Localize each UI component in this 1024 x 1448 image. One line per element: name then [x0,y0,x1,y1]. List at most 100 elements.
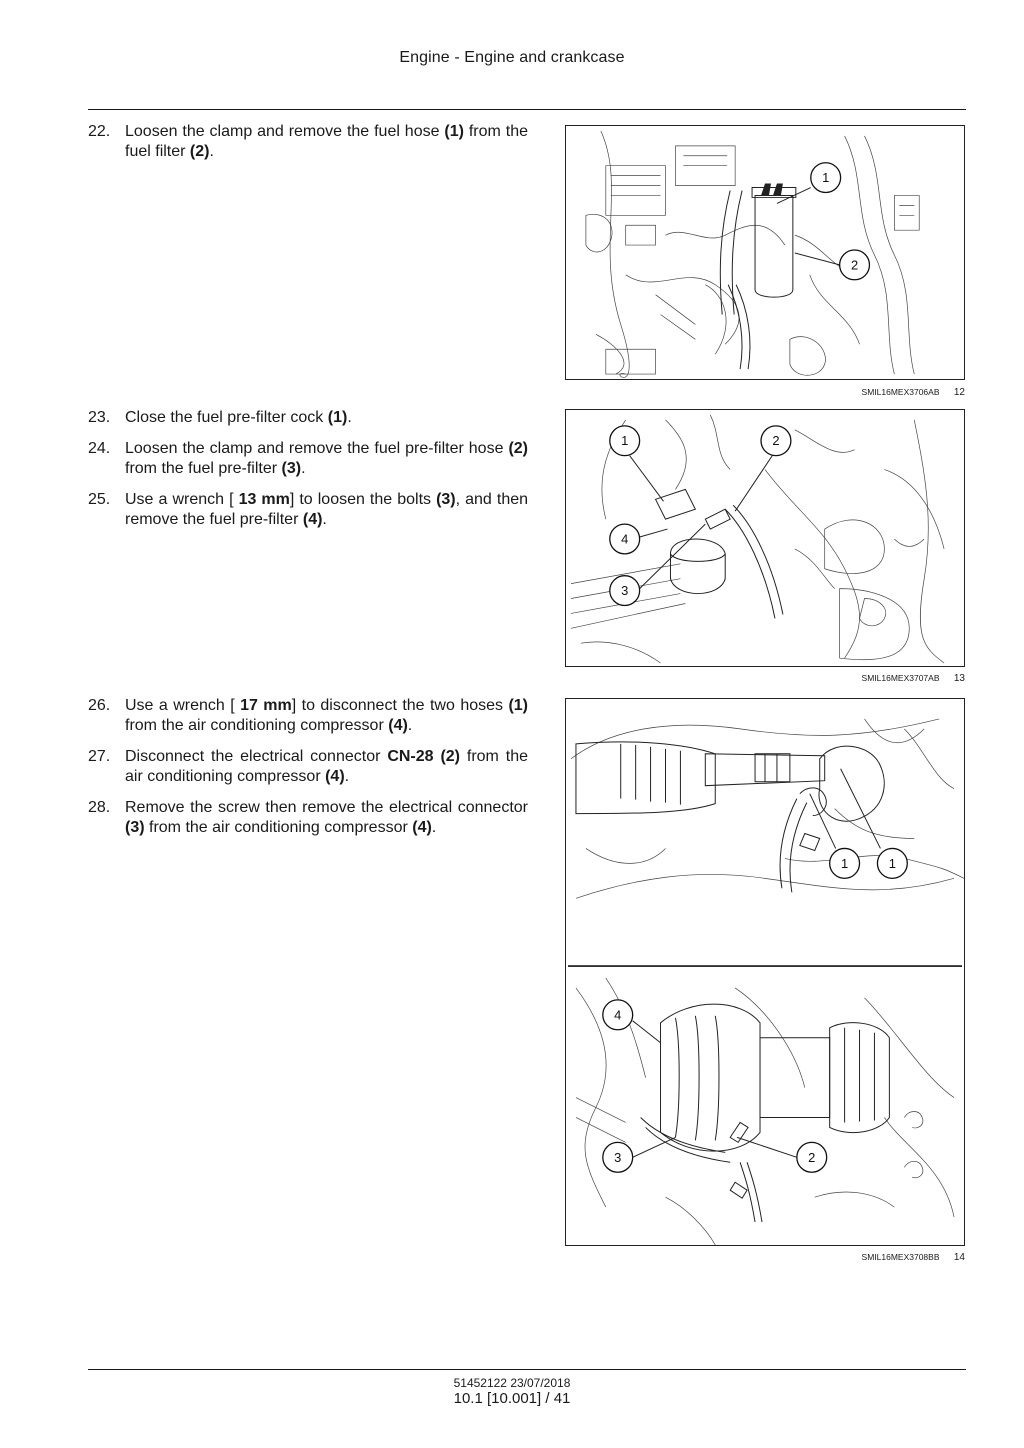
figure-14-callout-2-label: 2 [808,1150,815,1165]
step-text-bold: 13 mm [238,491,290,508]
step-text-run: from the air conditioning compressor [125,717,389,734]
step-number: 23. [88,409,111,426]
figure-14-ac-compressor-illustration: 1 1 4 3 2 [565,698,965,1246]
figure-13-fuel-prefilter-illustration: 1 2 4 3 [565,409,965,667]
step-text-run: . [344,768,350,785]
step-number: 22. [88,123,111,140]
figure-13-number: 13 [953,673,965,684]
step-text-bold: 17 mm [240,697,292,714]
step-text-run: Remove the screw then remove the electri… [125,799,528,816]
instruction-step: 25. Use a wrench [ 13 mm] to loosen the b… [88,490,528,530]
step-text-run: . [301,460,306,477]
figure-13-callout-2-label: 2 [772,433,779,448]
step-text-bold: (4) [412,819,432,836]
figure-14-callout-1-right [876,847,908,879]
step-text-bold: (3) [281,460,302,477]
figure-13-callout-2 [760,425,792,457]
figure-14-callout-1-right-label: 1 [889,856,896,871]
figure-14-callout-4-label: 4 [614,1007,621,1022]
figure-14-callout-1-left-label: 1 [841,856,848,871]
figure-12-fuel-filter-illustration: 1 2 [565,125,965,380]
step-text-run: Loosen the clamp and remove the fuel pre… [125,440,509,457]
instruction-step: 28. Remove the screw then remove the elec… [88,798,528,838]
figure-13-callout-3-label: 3 [621,583,628,598]
figure-12-callout-2 [838,249,871,281]
step-text: Use a wrench [ 17 mm] to disconnect the … [125,696,528,736]
step-text: Loosen the clamp and remove the fuel pre… [125,439,528,479]
footer-page-reference: 10.1 [10.001] / 41 [453,1390,571,1407]
step-number: 27. [88,748,111,765]
instruction-step: 23. Close the fuel pre-filter cock (1). [88,408,528,428]
figure-14-callout-1-left [829,847,861,879]
step-text-run: , and then remove the fuel pre-filter [125,491,529,528]
figure-12-callout-2-label: 2 [851,257,858,272]
figure-12-callout-1-label: 1 [822,170,829,185]
step-number: 25. [88,491,111,508]
step-text-run: from the air conditioning compressor [125,748,528,785]
figure-13-caption: SMIL16MEX3707AB 13 [565,673,965,684]
figure-13-callout-4-label: 4 [621,532,628,547]
step-text-bold: (4) [388,717,408,734]
figure-13-callout-3 [609,575,641,607]
step-text-run: ] to disconnect the two hoses [291,697,509,714]
step-text-run: . [407,717,413,734]
step-text-bold: CN-28 [387,748,434,765]
step-number: 28. [88,799,111,816]
step-number: 24. [88,440,111,457]
figure-14-callout-3-label: 3 [614,1150,621,1165]
step-text-run: . [431,819,437,836]
instruction-step: 24. Loosen the clamp and remove the fuel … [88,439,528,479]
step-text: Close the fuel pre-filter cock (1). [125,408,528,428]
steps-group-3: 26. Use a wrench [ 17 mm] to disconnect t… [88,696,528,849]
header-divider [88,109,966,110]
figure-13-code: SMIL16MEX3707AB [861,673,940,683]
step-text-run: . [322,511,327,528]
step-text: Disconnect the electrical connector CN-2… [125,747,528,787]
steps-group-1: 22. Loosen the clamp and remove the fuel … [88,122,528,173]
step-number: 26. [88,697,111,714]
step-text-bold: (2) [440,748,460,765]
figure-13-callout-4 [609,523,641,555]
instruction-step: 22. Loosen the clamp and remove the fuel … [88,122,528,162]
step-text-bold: (1) [508,697,528,714]
step-text-bold: (3) [125,819,145,836]
figure-12-callout-1 [810,162,842,194]
figure-14-callout-2 [796,1141,828,1173]
figure-14-number: 14 [953,1252,965,1263]
figure-12-code: SMIL16MEX3706AB [861,387,940,397]
step-text-run: from the fuel pre-filter [125,460,282,477]
figure-14-callout-4 [602,999,634,1031]
figure-14-callout-3 [602,1141,634,1173]
figure-13-callout-1-label: 1 [621,433,628,448]
step-text-bold: (1) [327,409,348,426]
step-text: Loosen the clamp and remove the fuel hos… [125,122,528,162]
figure-12-number: 12 [953,387,965,398]
step-text-run: from the air conditioning compressor [144,819,413,836]
step-text-run: Close the fuel pre-filter cock [125,409,328,426]
step-text-run: from the fuel filter [125,123,528,160]
step-text-bold: (3) [436,491,456,508]
step-text: Remove the screw then remove the electri… [125,798,528,838]
step-text-bold: (2) [189,143,210,160]
step-text-bold: (4) [325,768,345,785]
step-text-run: Disconnect the electrical connector [125,748,388,765]
step-text-bold: (2) [508,440,528,457]
footer-document-reference: 51452122 23/07/2018 [453,1376,571,1390]
figure-14-caption: SMIL16MEX3708BB 14 [565,1252,965,1263]
step-text-run: Use a wrench [ [125,697,241,714]
step-text-run: . [347,409,352,426]
step-text: Use a wrench [ 13 mm] to loosen the bolt… [125,490,528,530]
step-text-bold: (4) [302,511,323,528]
figure-12-caption: SMIL16MEX3706AB 12 [565,387,965,398]
step-text-bold: (1) [444,123,464,140]
step-text-run: . [209,143,214,160]
steps-group-2: 23.Close the fuel pre-filter cock (1).24… [88,408,528,541]
instruction-step: 27. Disconnect the electrical connector C… [88,747,528,787]
step-text-run: Use a wrench [ [125,491,239,508]
instruction-step: 26. Use a wrench [ 17 mm] to disconnect t… [88,696,528,736]
step-text-run: ] to loosen the bolts [289,491,437,508]
step-text-run: Loosen the clamp and remove the fuel hos… [125,123,445,140]
figure-14-code: SMIL16MEX3708BB [861,1252,940,1262]
page-header-title: Engine - Engine and crankcase [399,49,625,66]
figure-13-callout-1 [609,425,641,457]
